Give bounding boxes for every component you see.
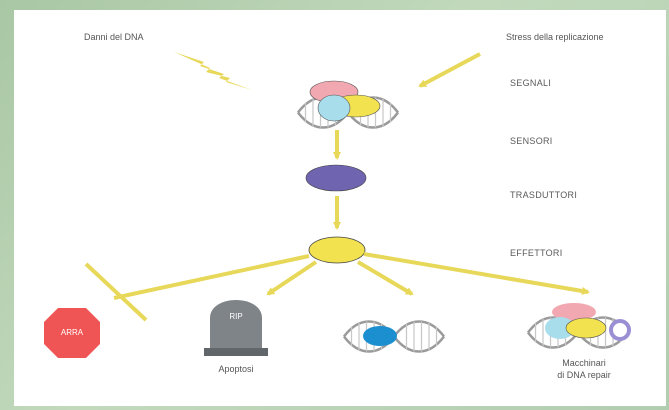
stop-sign-icon	[44, 308, 100, 358]
stage-sensors: SENSORI	[510, 136, 553, 146]
label-dna-repair: di DNA repair	[557, 370, 611, 380]
repair-protein-pink	[552, 303, 596, 321]
lightning-bolt-icon	[174, 52, 252, 90]
label-apoptosis: Apoptosi	[218, 364, 254, 374]
repair-protein-yellow	[565, 317, 607, 339]
arrow-to-repair	[363, 252, 590, 295]
label-replication-stress: Stress della replicazione	[506, 32, 604, 42]
inhibition-line	[113, 254, 310, 300]
arrow-to-apoptosis	[266, 260, 318, 296]
stage-effectors: EFFETTORI	[510, 248, 563, 258]
inhibition-bar	[84, 262, 148, 322]
transducer-ellipse	[305, 164, 367, 192]
stop-sign-text: ARRA	[60, 328, 84, 337]
effector-ellipse	[308, 236, 366, 264]
label-macchinari: Macchinari	[562, 358, 606, 368]
arrow-replication-stress	[418, 52, 481, 88]
sensor-protein-cyan	[317, 94, 351, 122]
stage-signals: SEGNALI	[510, 78, 552, 88]
tombstone-base	[204, 348, 268, 356]
diagram-frame: Danni del DNA Stress della replicazione …	[14, 10, 666, 406]
dna-damage-response-diagram	[44, 52, 631, 358]
tombstone-text: RIP	[229, 312, 243, 321]
label-dna-damage: Danni del DNA	[84, 32, 144, 42]
repair-protein-purple	[609, 319, 631, 341]
stage-transducers: TRASDUTTORI	[510, 190, 578, 200]
arrow-to-transcription	[356, 260, 414, 296]
transcription-factor	[363, 326, 397, 346]
tombstone-icon	[210, 300, 262, 350]
repair-protein-cyan	[545, 317, 575, 339]
